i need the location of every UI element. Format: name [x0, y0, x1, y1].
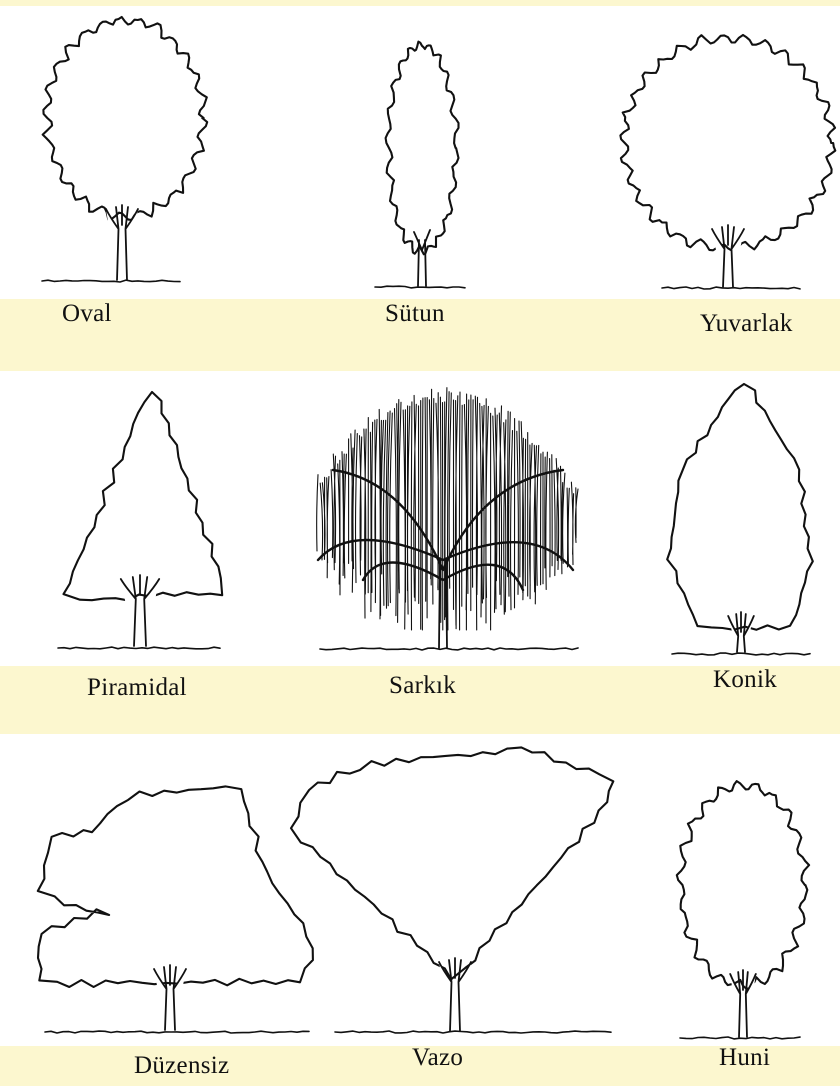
crown-outline: [38, 786, 313, 987]
crown-outline: [291, 747, 613, 979]
crown-outline: [677, 781, 809, 988]
pyramidal-tree-icon: [58, 392, 222, 649]
label-oval: Oval: [62, 300, 112, 328]
crown-outline: [386, 42, 459, 255]
crown-outline: [667, 384, 813, 630]
oval-tree-icon: [42, 17, 207, 282]
crown-outline: [64, 392, 223, 600]
label-konik: Konik: [713, 666, 777, 694]
crown-outline: [43, 17, 208, 220]
label-yuvarlak: Yuvarlak: [700, 310, 793, 338]
label-sutun: Sütun: [385, 300, 445, 328]
label-huni: Huni: [719, 1044, 770, 1072]
ground-line: [672, 653, 810, 655]
round-tree-icon: [620, 35, 835, 289]
ground-line: [58, 647, 220, 649]
vase-tree-icon: [291, 747, 613, 1033]
ground-line: [45, 1031, 309, 1033]
ground-line: [662, 287, 800, 289]
trunk: [439, 958, 471, 1031]
trunk: [730, 970, 756, 1037]
label-sarkik: Sarkık: [389, 672, 456, 700]
columnar-tree-icon: [375, 42, 465, 288]
ground-line: [42, 280, 180, 282]
label-piramidal: Piramidal: [87, 674, 187, 702]
trunk: [712, 225, 744, 287]
conical-tree-icon: [667, 384, 813, 655]
funnel-tree-icon: [677, 781, 809, 1039]
crown-outline: [620, 35, 835, 253]
trunk: [121, 575, 159, 646]
ground-line: [335, 1031, 611, 1033]
ground-line: [375, 286, 465, 288]
trunk: [414, 230, 430, 286]
weeping-tree-icon: [317, 388, 578, 650]
label-vazo: Vazo: [412, 1044, 463, 1072]
ground-line: [320, 648, 578, 650]
label-duzensiz: Düzensiz: [134, 1052, 229, 1080]
hanging-foliage: [317, 388, 578, 630]
trunk: [106, 205, 138, 280]
ground-line: [680, 1037, 800, 1039]
trunk: [728, 612, 754, 652]
irregular-tree-icon: [38, 786, 313, 1033]
trunk: [154, 965, 186, 1030]
